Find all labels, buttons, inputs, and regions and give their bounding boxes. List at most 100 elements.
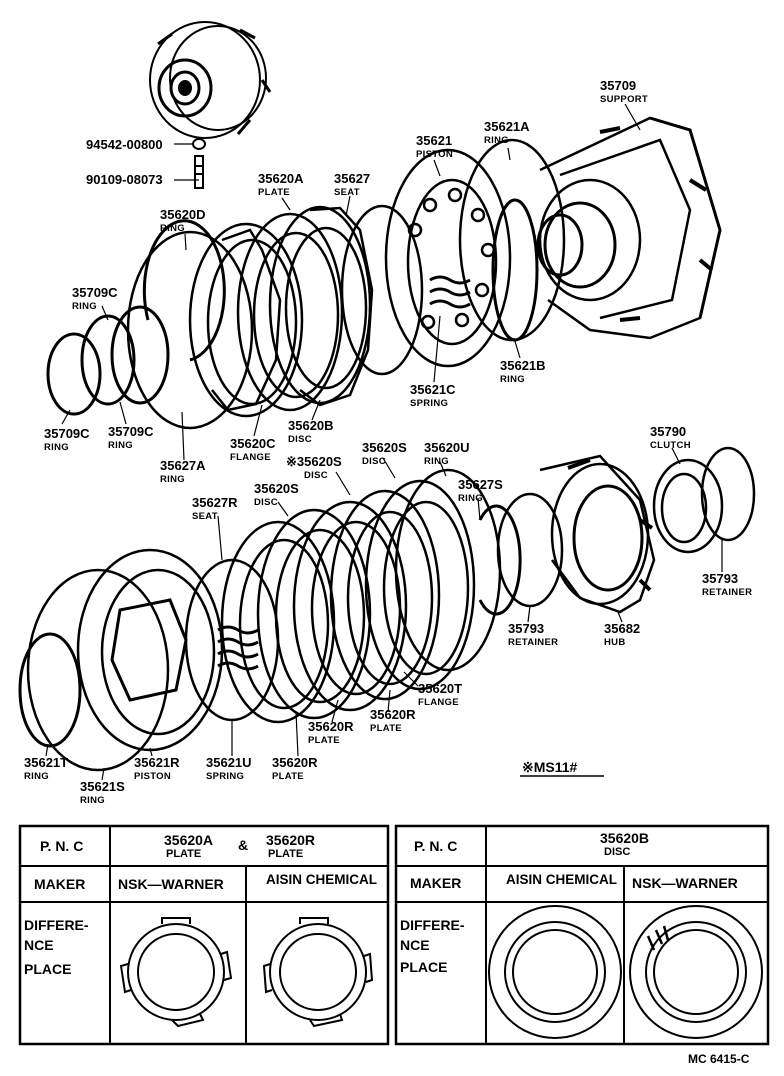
part-number: 35620U bbox=[424, 440, 470, 455]
pnc-part-number: 35620A bbox=[164, 832, 213, 848]
part-name: SPRING bbox=[206, 771, 244, 782]
retainer-35793-right bbox=[700, 446, 756, 542]
illustration-code: MC 6415-C bbox=[688, 1052, 750, 1066]
part-number: 35620R bbox=[370, 707, 416, 722]
part-name: RING bbox=[24, 771, 49, 782]
part-name: RING bbox=[424, 456, 449, 467]
part-name: DISC bbox=[362, 456, 386, 467]
support-drum bbox=[536, 116, 722, 340]
part-name: PISTON bbox=[416, 149, 453, 160]
maker-nsk-warner: NSK—WARNER bbox=[118, 876, 224, 892]
part-number: 35627R bbox=[192, 495, 238, 510]
part-name: RING bbox=[108, 440, 133, 451]
part-number: 35621C bbox=[410, 382, 456, 397]
pnc-part-number: 35620R bbox=[266, 832, 315, 848]
part-number: 35620R bbox=[308, 719, 354, 734]
part-number: 35620S bbox=[362, 440, 407, 455]
part-name: DISC bbox=[254, 497, 278, 508]
part-name: RING bbox=[44, 442, 69, 453]
part-name: SUPPORT bbox=[600, 94, 648, 105]
part-name: SEAT bbox=[192, 511, 218, 522]
part-number: 35709C bbox=[72, 285, 118, 300]
part-name: PLATE bbox=[258, 187, 290, 198]
part-number: 35620A bbox=[258, 171, 304, 186]
part-number: 35620B bbox=[288, 418, 334, 433]
maker-label: MAKER bbox=[410, 875, 461, 891]
plate-stack-lower bbox=[220, 468, 502, 724]
difference-label-line3: PLACE bbox=[24, 961, 71, 977]
leader-lines bbox=[45, 103, 723, 781]
pnc-label: P. N. C bbox=[414, 838, 457, 854]
part-number: 35621S bbox=[80, 779, 125, 794]
pnc-label: P. N. C bbox=[40, 838, 83, 854]
part-number: 35627S bbox=[458, 477, 503, 492]
part-name: PLATE bbox=[370, 723, 402, 734]
difference-label-line2: NCE bbox=[400, 937, 430, 953]
market-note: ※MS11# bbox=[522, 759, 578, 775]
disc-nsk-warner-icon bbox=[629, 905, 763, 1039]
drum-top-left bbox=[149, 21, 272, 139]
label-90109: 90109-08073 bbox=[86, 172, 163, 187]
pnc-part-number: 35620B bbox=[600, 830, 649, 846]
part-name: SPRING bbox=[410, 398, 448, 409]
difference-label-line2: NCE bbox=[24, 937, 54, 953]
part-number: 35621R bbox=[134, 755, 180, 770]
part-number: 35620C bbox=[230, 436, 276, 451]
part-name: RING bbox=[484, 135, 509, 146]
part-number: 35709C bbox=[44, 426, 90, 441]
ring-35621t bbox=[18, 632, 82, 748]
upper-assembly-artwork bbox=[46, 21, 722, 430]
clutch-35790 bbox=[652, 458, 724, 554]
part-name: RETAINER bbox=[702, 587, 752, 598]
seat-spring-35627r bbox=[184, 558, 280, 722]
ring-35627a bbox=[142, 219, 226, 362]
part-name: RING bbox=[72, 301, 97, 312]
part-name: FLANGE bbox=[230, 452, 271, 463]
table-left: P. N. C 35620A PLATE & 35620R PLATE MAKE… bbox=[18, 824, 390, 1046]
part-name: SEAT bbox=[334, 187, 360, 198]
part-number: 35620S bbox=[254, 481, 299, 496]
part-number: 35709C bbox=[108, 424, 154, 439]
label-94542: 94542-00800 bbox=[86, 137, 163, 152]
part-name: PLATE bbox=[308, 735, 340, 746]
part-name: DISC bbox=[304, 470, 328, 481]
ampersand: & bbox=[238, 837, 248, 853]
part-number: 35620R bbox=[272, 755, 318, 770]
part-number: 35621T bbox=[24, 755, 68, 770]
part-number: 35621 bbox=[416, 133, 452, 148]
small-rings-35709c bbox=[46, 305, 170, 416]
maker-nsk-warner: NSK—WARNER bbox=[632, 875, 738, 891]
pnc-part-name: PLATE bbox=[166, 848, 201, 860]
part-number: 35793 bbox=[508, 621, 544, 636]
part-name: PLATE bbox=[272, 771, 304, 782]
part-name: RING bbox=[160, 223, 185, 234]
part-name: DISC bbox=[288, 434, 312, 445]
table-right: P. N. C 35620B DISC MAKER AISIN CHEMICAL… bbox=[394, 824, 770, 1046]
part-name: RETAINER bbox=[508, 637, 558, 648]
plate-aisin-chemical-icon bbox=[262, 917, 374, 1028]
